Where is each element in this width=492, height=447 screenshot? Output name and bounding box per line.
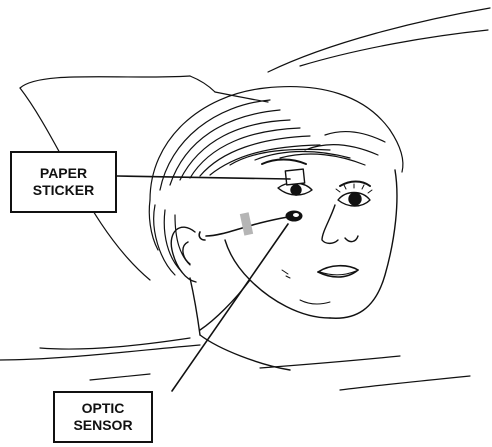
optic-sensor-label-line2: SENSOR bbox=[73, 417, 132, 434]
eyebrows bbox=[262, 160, 370, 187]
paper-sticker-label-line2: STICKER bbox=[33, 182, 94, 199]
paper-sticker-shape bbox=[285, 169, 304, 185]
nose bbox=[322, 205, 358, 243]
optic-sensor-label: OPTIC SENSOR bbox=[53, 391, 153, 443]
optic-sensor-label-line1: OPTIC bbox=[82, 400, 125, 417]
paper-sticker-pointer bbox=[117, 176, 290, 179]
hair bbox=[149, 87, 403, 275]
paper-sticker-label: PAPER STICKER bbox=[10, 151, 117, 213]
ear bbox=[171, 227, 196, 282]
cheek-lines bbox=[282, 270, 330, 304]
paper-sticker-label-line1: PAPER bbox=[40, 165, 87, 182]
eyes bbox=[278, 183, 372, 206]
mouth bbox=[318, 266, 358, 277]
face-outline bbox=[190, 170, 397, 370]
tape-strip bbox=[240, 212, 253, 235]
optic-sensor-highlight bbox=[293, 213, 299, 217]
